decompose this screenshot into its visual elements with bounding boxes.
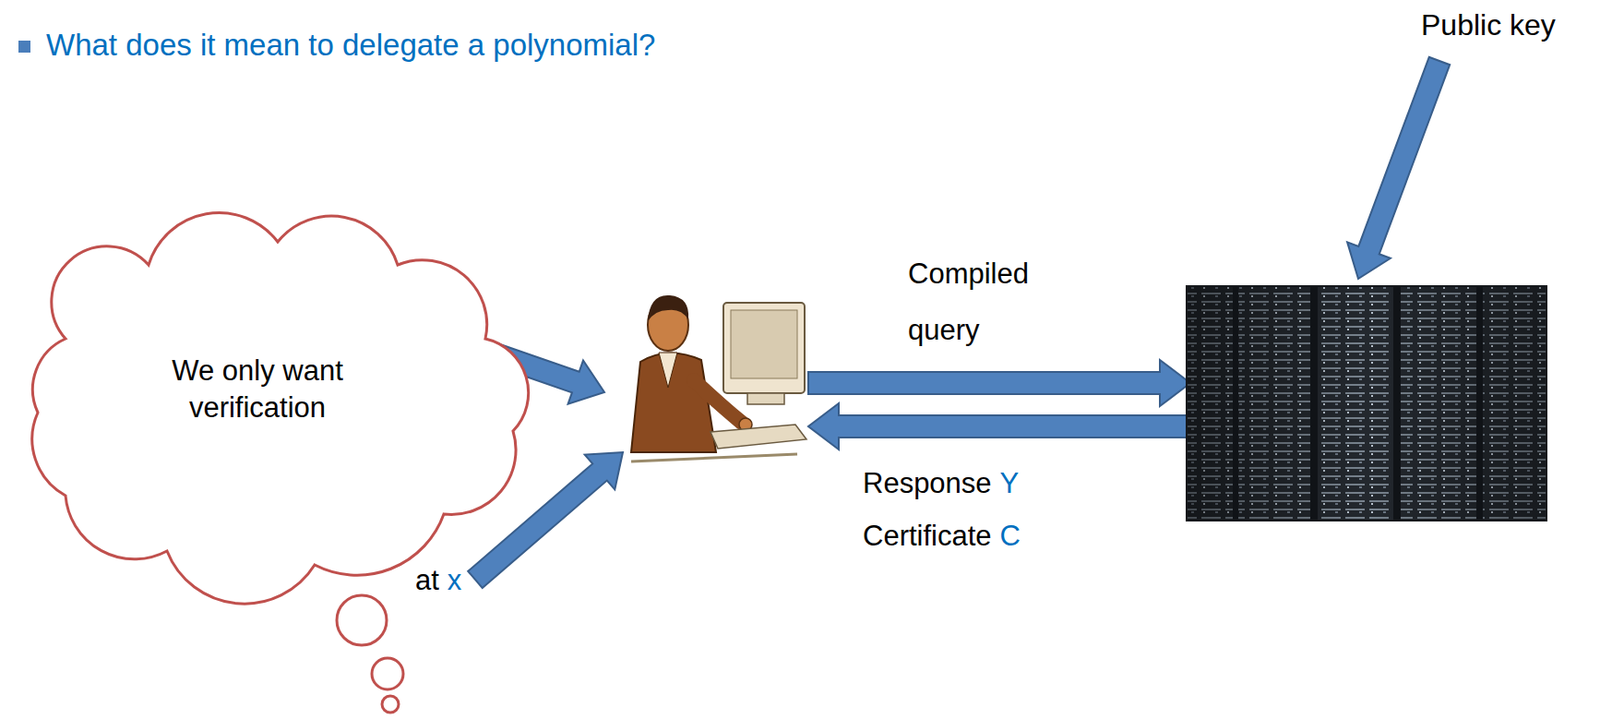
rack-divider xyxy=(1232,286,1239,521)
input-label: at xyxy=(415,562,440,598)
thought-bubble xyxy=(371,657,404,690)
thought-bubble xyxy=(336,595,387,645)
cloud-outline xyxy=(32,213,529,605)
variable-label: Y xyxy=(1000,465,1020,501)
arrow-label: Certificate xyxy=(862,518,992,553)
monitor-screen xyxy=(730,310,798,379)
desk-edge xyxy=(631,453,798,462)
user-hair xyxy=(647,295,689,322)
server-rack xyxy=(1186,286,1547,521)
user-body xyxy=(631,352,717,453)
user-shirt xyxy=(658,352,678,388)
server-shade xyxy=(1186,286,1547,521)
slide-title: What does it mean to delegate a polynomi… xyxy=(46,27,656,63)
cloud-text: We only want verification xyxy=(119,352,396,428)
rack-divider xyxy=(1393,286,1401,521)
user-figure xyxy=(631,295,807,462)
thought-cloud: We only want verification xyxy=(10,209,546,616)
input-label: Public key xyxy=(1420,7,1556,43)
query-arrow xyxy=(808,359,1191,406)
variable-label: C xyxy=(1000,518,1021,553)
response-arrow xyxy=(808,403,1191,450)
arrow-label: Response xyxy=(862,465,992,501)
arrow-label: Compiled query xyxy=(907,245,1070,359)
rack-divider xyxy=(1310,286,1318,521)
bullet-square xyxy=(18,40,31,53)
monitor-stand xyxy=(747,393,785,405)
variable-label: x xyxy=(447,562,463,598)
server-units xyxy=(1186,286,1547,521)
server-frame xyxy=(1186,286,1547,521)
thought-bubble xyxy=(382,695,399,713)
rack-divider xyxy=(1476,286,1483,521)
public-key-arrow xyxy=(1347,57,1450,279)
keyboard xyxy=(710,424,807,449)
monitor xyxy=(723,302,805,394)
